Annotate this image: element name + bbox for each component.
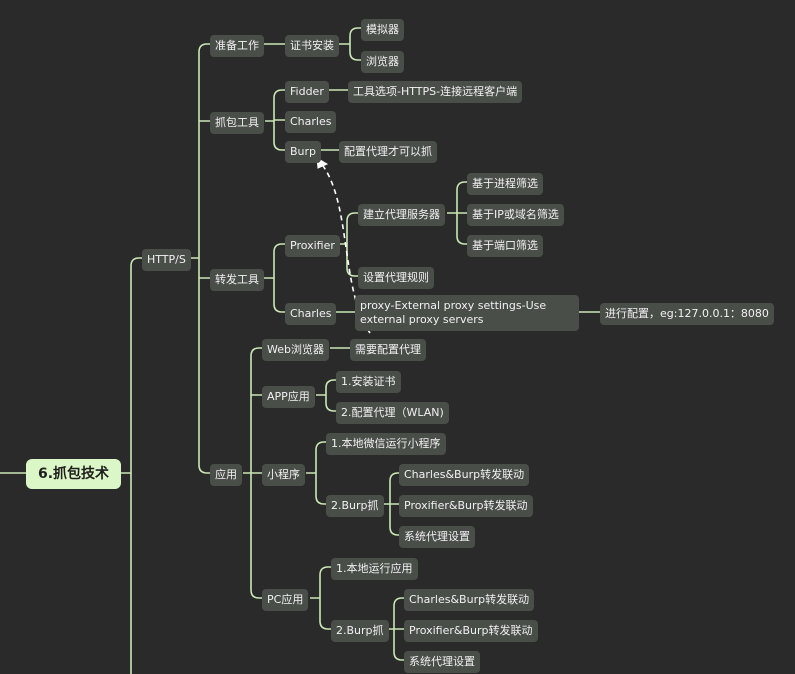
node-browser[interactable]: 浏览器 — [361, 51, 404, 73]
node-install-cert[interactable]: 1.安装证书 — [336, 371, 401, 393]
node-pc-burp[interactable]: 2.Burp抓 — [331, 620, 389, 642]
connector-https-branch — [189, 43, 210, 474]
node-web-browser[interactable]: Web浏览器 — [262, 339, 329, 361]
connector-app — [243, 347, 262, 599]
node-pc-app[interactable]: PC应用 — [262, 589, 309, 611]
node-miniprogram[interactable]: 小程序 — [262, 464, 305, 486]
node-charles-config[interactable]: 进行配置，eg:127.0.0.1：8080 — [600, 303, 774, 325]
node-cert[interactable]: 证书安装 — [285, 35, 339, 57]
node-burp[interactable]: Burp — [285, 141, 322, 163]
node-pc-system-proxy[interactable]: 系统代理设置 — [404, 651, 480, 673]
node-pc-proxifier-burp[interactable]: Proxifier&Burp转发联动 — [404, 620, 538, 642]
node-pc-charles-burp[interactable]: Charles&Burp转发联动 — [404, 589, 535, 611]
connector-mini-burp — [381, 472, 399, 536]
node-filter-port[interactable]: 基于端口筛选 — [467, 235, 543, 257]
connector-forward — [264, 243, 285, 313]
connector-cert — [339, 27, 361, 61]
node-mini-charles-burp[interactable]: Charles&Burp转发联动 — [399, 464, 530, 486]
connector-capture — [265, 89, 285, 151]
node-filter-process[interactable]: 基于进程筛选 — [467, 173, 543, 195]
node-burp-note[interactable]: 配置代理才可以抓 — [339, 141, 437, 163]
node-charles-forward[interactable]: Charles — [285, 303, 337, 325]
connector-mini — [306, 441, 326, 505]
node-config-proxy[interactable]: 2.配置代理（WLAN) — [336, 402, 449, 424]
node-forward-tools[interactable]: 转发工具 — [210, 269, 264, 291]
node-mini-proxifier-burp[interactable]: Proxifier&Burp转发联动 — [399, 495, 533, 517]
connector-app-apply — [316, 379, 336, 412]
node-charles-forward-note[interactable]: proxy-External proxy settings-Use extern… — [355, 295, 579, 331]
connector-proxy-server — [447, 181, 467, 245]
node-proxy-rules[interactable]: 设置代理规则 — [358, 267, 434, 289]
node-app[interactable]: 应用 — [210, 464, 242, 486]
root-node[interactable]: 6.抓包技术 — [26, 459, 122, 489]
node-mini-system-proxy[interactable]: 系统代理设置 — [399, 526, 475, 548]
node-mini-local[interactable]: 1.本地微信运行小程序 — [326, 433, 446, 455]
node-pc-local[interactable]: 1.本地运行应用 — [331, 558, 418, 580]
node-prep[interactable]: 准备工作 — [210, 35, 264, 57]
node-capture-tools[interactable]: 抓包工具 — [210, 112, 264, 134]
connector-pc-burp — [385, 597, 404, 661]
connector-pc — [310, 566, 331, 630]
node-proxy-server[interactable]: 建立代理服务器 — [358, 204, 445, 226]
node-proxifier[interactable]: Proxifier — [285, 235, 340, 257]
node-emulator[interactable]: 模拟器 — [361, 19, 404, 41]
node-https[interactable]: HTTP/S — [142, 249, 191, 271]
node-fiddler[interactable]: Fidder — [285, 81, 329, 103]
node-charles-capture[interactable]: Charles — [285, 111, 337, 133]
node-fiddler-note[interactable]: 工具选项-HTTPS-连接远程客户端 — [348, 81, 523, 103]
node-mini-burp[interactable]: 2.Burp抓 — [326, 495, 384, 517]
connector-root-trunk — [121, 257, 142, 674]
node-app-apply[interactable]: APP应用 — [262, 386, 315, 408]
connector-proxifier — [337, 212, 358, 277]
node-filter-ip[interactable]: 基于IP或域名筛选 — [467, 204, 564, 226]
node-web-note[interactable]: 需要配置代理 — [350, 339, 426, 361]
